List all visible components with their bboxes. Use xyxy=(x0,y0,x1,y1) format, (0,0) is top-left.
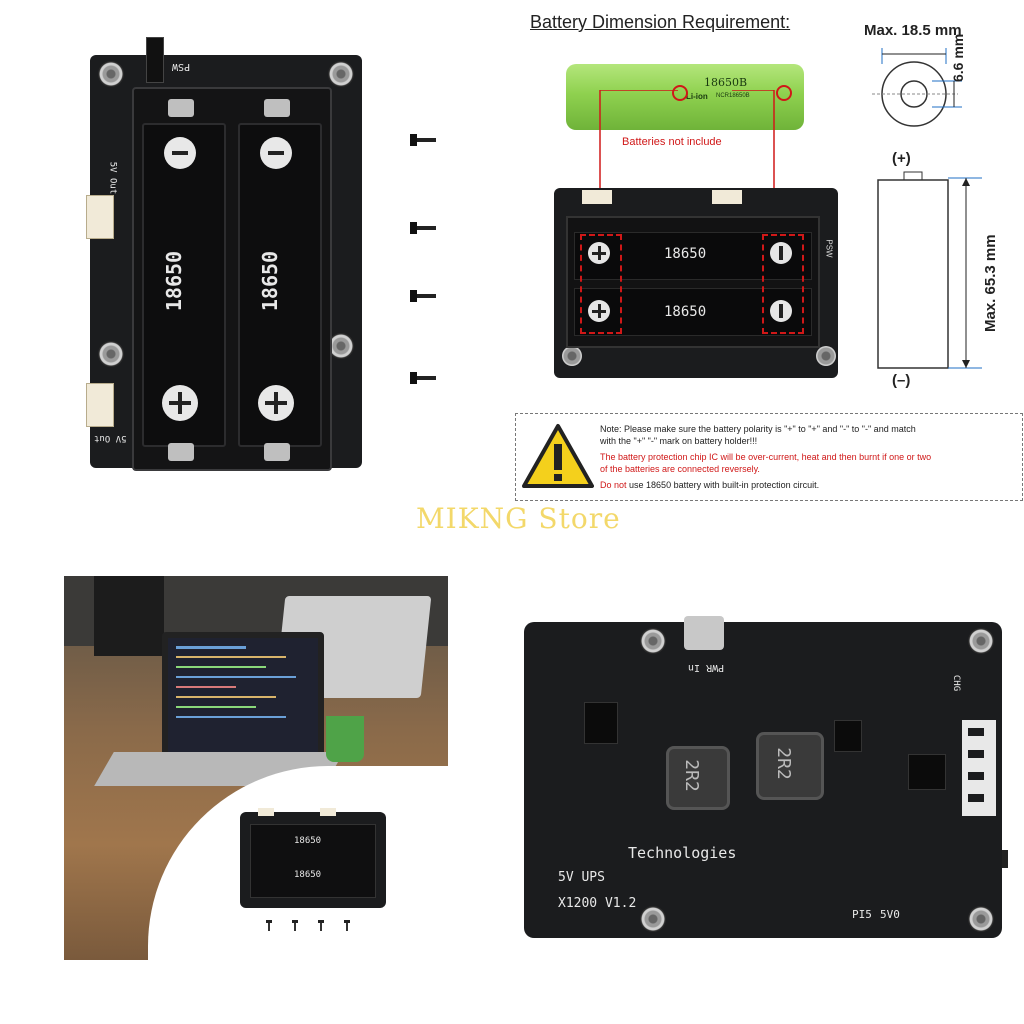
terminal-label: 6.6 mm xyxy=(950,33,966,82)
diameter-diagram xyxy=(872,48,962,127)
connector-bottom xyxy=(86,383,114,427)
note-line-4: of the batteries are connected reversely… xyxy=(600,464,760,474)
screw-4 xyxy=(410,372,436,384)
warning-note: Note: Please make sure the battery polar… xyxy=(515,413,1023,501)
holder-plus-top xyxy=(588,242,610,264)
holder-minus-top xyxy=(770,242,792,264)
chip-3 xyxy=(834,720,862,752)
screw-2 xyxy=(410,222,436,234)
mug xyxy=(326,716,364,762)
holder-psw-label: PSW xyxy=(824,239,834,258)
holder-plus-bottom xyxy=(588,300,610,322)
model-label: X1200 V1.2 xyxy=(558,896,637,911)
psw-switch xyxy=(146,37,164,83)
pi5-label: PI5 xyxy=(852,908,872,921)
note-line-3: The battery protection chip IC will be o… xyxy=(600,452,932,462)
screw-1 xyxy=(410,134,436,146)
chip-1 xyxy=(584,702,618,744)
led-strip xyxy=(962,720,996,816)
batteries-not-included: Batteries not include xyxy=(622,136,722,148)
dimension-heading: Battery Dimension Requirement: xyxy=(530,12,791,32)
psw-label: PSW xyxy=(172,61,191,72)
note-line-5: Do not use 18650 battery with built-in p… xyxy=(600,480,819,490)
holder-minus-bottom xyxy=(770,300,792,322)
battery-holder: 18650 18650 xyxy=(132,87,332,471)
inset-label-bottom: 18650 xyxy=(294,870,322,880)
battery-model: 18650B xyxy=(704,76,748,89)
holder-connector-right xyxy=(712,190,742,204)
holder-connector-left xyxy=(582,190,612,204)
inductor-1-label: 2R2 xyxy=(680,759,702,792)
inductor-2-label: 2R2 xyxy=(772,747,794,780)
max-diameter-label: Max. 18.5 mm xyxy=(864,22,962,39)
max-length-label: Max. 65.3 mm xyxy=(982,234,999,332)
inductor-2: 2R2 xyxy=(756,732,824,800)
laptop-screen xyxy=(162,632,324,762)
battery-plus-circle xyxy=(776,85,792,101)
battery-18650: 18650B Li-ion NCR18650B xyxy=(566,64,804,130)
battery-code: NCR18650B xyxy=(716,93,750,99)
screw-3 xyxy=(410,290,436,302)
usb-c-port xyxy=(684,616,724,650)
polarity-box-left xyxy=(580,234,622,334)
inductor-1: 2R2 xyxy=(666,746,730,810)
inset-board: 18650 18650 xyxy=(240,808,386,908)
top-left-board: PSW 5V Out 5V Out 18650 18650 xyxy=(86,37,362,471)
minus-terminal: (–) xyxy=(892,372,911,389)
cell-label-right: 18650 xyxy=(258,250,283,312)
watermark: MIKNG Store xyxy=(416,502,621,535)
clip-top-left xyxy=(168,99,194,117)
inset-screws xyxy=(266,920,350,931)
clip-bottom-right xyxy=(264,443,290,461)
note-line-5-rest: use 18650 battery with built-in protecti… xyxy=(626,480,820,490)
lifestyle-photo: 18650 18650 xyxy=(64,576,448,960)
holder-label-bottom: 18650 xyxy=(664,304,707,320)
ups-board: PWR In CHG 2R2 2R2 Technologies 5V UPS X… xyxy=(524,616,1008,938)
side-button xyxy=(1002,850,1008,868)
plus-mark-left xyxy=(162,385,198,421)
connector-top xyxy=(86,195,114,239)
technologies-label: Technologies xyxy=(628,844,737,862)
ups-label: 5V UPS xyxy=(558,870,605,885)
note-line-1: Note: Please make sure the battery polar… xyxy=(600,424,916,434)
length-diagram xyxy=(877,171,982,369)
five-v-out-label-bottom: 5V Out xyxy=(94,433,127,443)
note-do-not: Do not xyxy=(600,480,627,490)
five-v-out-label-top: 5V Out xyxy=(107,161,118,195)
battery-minus-circle xyxy=(672,85,688,101)
minus-mark-right xyxy=(260,137,292,169)
fivevo-label: 5V0 xyxy=(880,908,900,921)
polarity-box-right xyxy=(762,234,804,334)
battery-chem: Li-ion xyxy=(686,92,708,101)
plus-mark-right xyxy=(258,385,294,421)
holder-frame: 18650 18650 xyxy=(566,216,820,348)
pwr-in-label: PWR In xyxy=(688,662,725,673)
cell-label-left: 18650 xyxy=(162,250,187,312)
note-line-2: with the "+" "-" mark on battery holder!… xyxy=(600,436,758,446)
battery-holder-board: PSW 18650 18650 xyxy=(554,188,838,378)
holder-label-top: 18650 xyxy=(664,246,707,262)
inset-label-top: 18650 xyxy=(294,836,322,846)
clip-top-right xyxy=(264,99,290,117)
polarity-lines xyxy=(599,90,775,222)
monitor-back xyxy=(94,576,164,656)
chip-2 xyxy=(908,754,946,790)
clip-bottom-left xyxy=(168,443,194,461)
minus-mark-left xyxy=(164,137,196,169)
plus-terminal: (+) xyxy=(892,150,911,167)
warning-icon xyxy=(522,424,594,488)
chg-label: CHG xyxy=(951,674,962,692)
